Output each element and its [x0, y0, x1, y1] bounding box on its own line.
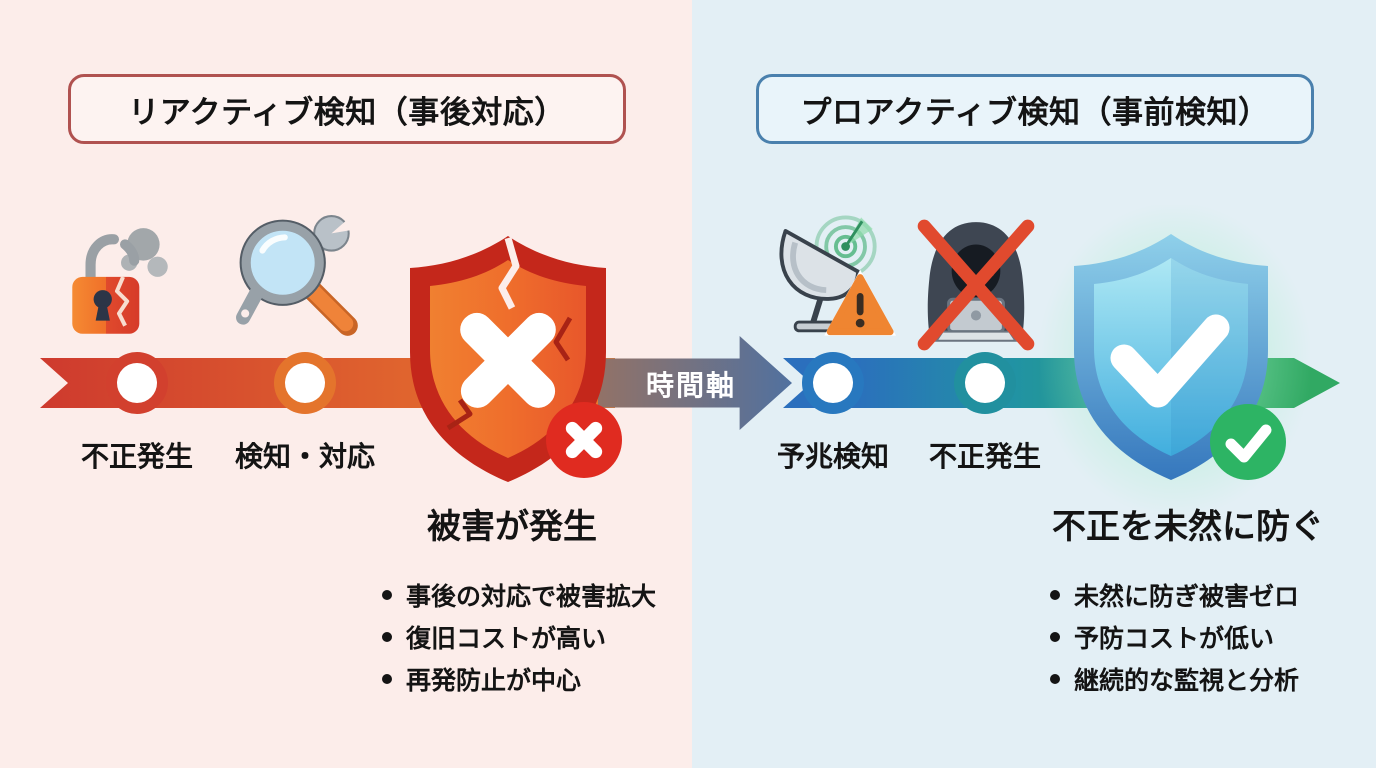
bullet-icon: [1050, 590, 1060, 600]
node-center: [965, 363, 1005, 403]
timeline-node-fraud-occurs-right: [954, 352, 1016, 414]
timeline-node-early-detection: [802, 352, 864, 414]
broken-lock-icon: [72, 228, 168, 334]
timeline-node-detect-respond: [274, 352, 336, 414]
list-item: 継続的な監視と分析: [1050, 658, 1360, 700]
node-label: 検知・対応: [234, 441, 375, 472]
magnifier-wrench-icon: [236, 214, 362, 336]
list-item: 未然に防ぎ被害ゼロ: [1050, 574, 1360, 616]
list-item: 復旧コストが高い: [382, 616, 692, 658]
list-item: 再発防止が中心: [382, 658, 692, 700]
bullet-text: 未然に防ぎ被害ゼロ: [1074, 583, 1300, 611]
bullet-text: 予防コストが低い: [1074, 625, 1275, 653]
proactive-result-heading: 不正を未然に防ぐ: [1052, 507, 1324, 546]
error-x-badge-icon: [546, 402, 622, 478]
node-label: 不正発生: [80, 441, 193, 472]
time-axis-label: 時間軸: [645, 370, 736, 401]
node-center: [285, 363, 325, 403]
list-item: 事後の対応で被害拡大: [382, 574, 692, 616]
success-check-badge-icon: [1210, 404, 1286, 480]
reactive-result-heading: 被害が発生: [427, 507, 597, 546]
bullet-text: 再発防止が中心: [406, 667, 582, 695]
bullet-icon: [382, 632, 392, 642]
list-item: 予防コストが低い: [1050, 616, 1360, 658]
node-label: 不正発生: [928, 441, 1041, 472]
bullet-text: 復旧コストが高い: [406, 625, 607, 653]
reactive-title-box: リアクティブ検知（事後対応）: [68, 74, 626, 144]
bullet-icon: [1050, 674, 1060, 684]
radar-alert-icon: [779, 215, 896, 336]
reactive-title: リアクティブ検知（事後対応）: [128, 94, 566, 130]
bullet-icon: [1050, 632, 1060, 642]
node-label: 予兆検知: [776, 441, 889, 472]
node-center: [117, 363, 157, 403]
bullet-icon: [382, 590, 392, 600]
reactive-bullet-list: 事後の対応で被害拡大 復旧コストが高い 再発防止が中心: [382, 574, 692, 700]
timeline-node-fraud-occurs-left: [106, 352, 168, 414]
blocked-hacker-icon: [917, 219, 1035, 351]
proactive-title: プロアクティブ検知（事前検知）: [800, 94, 1270, 130]
proactive-bullet-list: 未然に防ぎ被害ゼロ 予防コストが低い 継続的な監視と分析: [1050, 574, 1360, 700]
node-center: [813, 363, 853, 403]
proactive-title-box: プロアクティブ検知（事前検知）: [756, 74, 1314, 144]
bullet-text: 継続的な監視と分析: [1074, 667, 1300, 695]
bullet-text: 事後の対応で被害拡大: [406, 583, 657, 611]
bullet-icon: [382, 674, 392, 684]
